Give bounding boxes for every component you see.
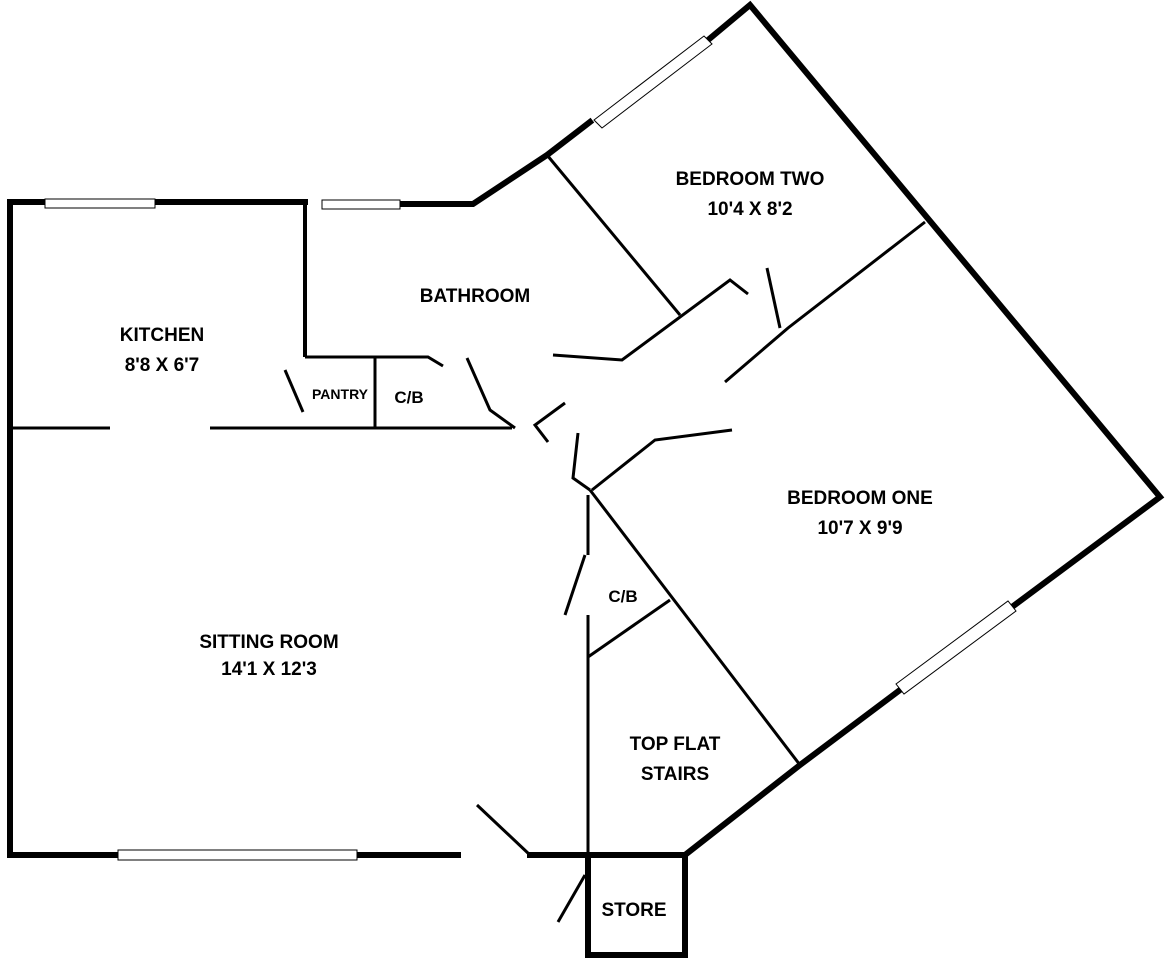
windows bbox=[44, 35, 1017, 861]
room-labels: BEDROOM TWO 10'4 X 8'2 BATHROOM KITCHEN … bbox=[120, 169, 933, 921]
cb-top-label: C/B bbox=[394, 388, 423, 407]
sitting-room-label: SITTING ROOM bbox=[199, 632, 338, 653]
bathroom-label: BATHROOM bbox=[420, 286, 530, 307]
bedroom-two-label: BEDROOM TWO bbox=[676, 169, 825, 190]
sitting-room-size: 14'1 X 12'3 bbox=[221, 659, 317, 680]
exterior-walls bbox=[7, 0, 1165, 958]
bedroom-one-label: BEDROOM ONE bbox=[787, 488, 933, 509]
kitchen-label: KITCHEN bbox=[120, 325, 204, 346]
stairs-label-line2: STAIRS bbox=[641, 764, 709, 785]
kitchen-size: 8'8 X 6'7 bbox=[125, 355, 200, 376]
interior-walls bbox=[12, 154, 926, 923]
cb-bottom-label: C/B bbox=[608, 587, 637, 606]
bedroom-one-size: 10'7 X 9'9 bbox=[817, 518, 902, 539]
bedroom-two-size: 10'4 X 8'2 bbox=[707, 199, 792, 220]
stairs-label-line1: TOP FLAT bbox=[630, 734, 721, 755]
store-label: STORE bbox=[601, 900, 666, 921]
pantry-label: PANTRY bbox=[312, 386, 369, 402]
